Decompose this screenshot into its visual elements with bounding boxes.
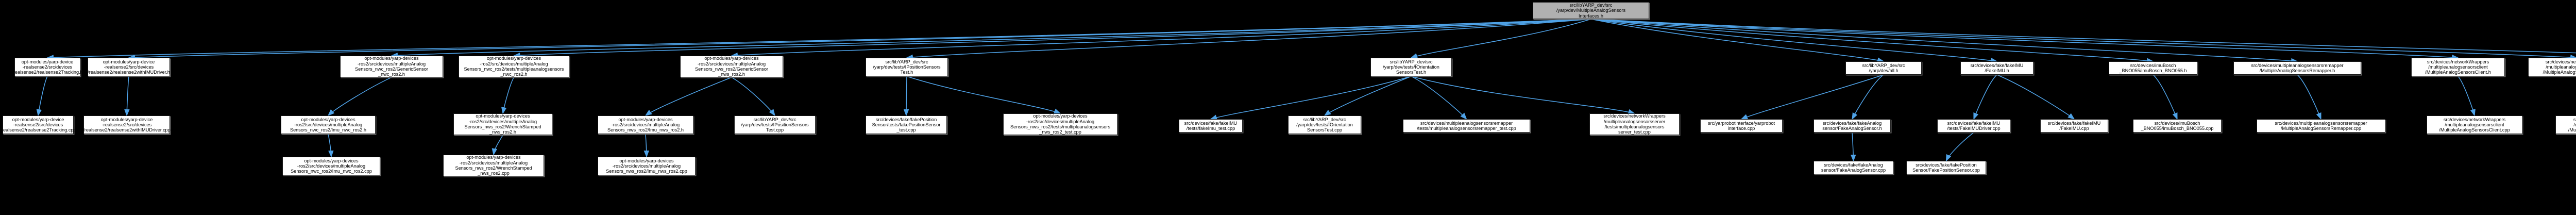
graph-node[interactable]: opt-modules/yarp-device -realsense2/src/… [0,115,76,134]
graph-edge [1850,132,1856,162]
graph-node[interactable]: opt-modules/yarp-device -realsense2/src/… [83,115,171,134]
graph-node[interactable]: src/devices/multipleanalogsensorsremappe… [2233,61,2361,75]
graph-node[interactable]: src/devices/fake/fakeIMU /FakeIMU.cpp [2040,119,2108,133]
graph-edge [2297,74,2321,120]
graph-node[interactable]: opt-modules/yarp-devices -ros2/src/devic… [598,157,696,175]
graph-edge [906,76,1061,114]
graph-edge [391,19,1591,58]
graph-edge [1590,19,2576,60]
graph-edge [1590,19,2154,63]
graph-node[interactable]: src/devices/fake/fakeIMU /tests/FakeIMUD… [1937,119,2010,133]
graph-node[interactable]: src/devices/fake/fakePosition Sensor/Fak… [1906,161,1986,174]
graph-edge [1852,74,1884,120]
graph-edge [124,76,130,117]
graph-node[interactable]: src/devices/fake/fakeIMU /tests/fakeImu_… [1179,119,1243,133]
graph-node[interactable]: opt-modules/yarp-devices -ros2/src/devic… [459,56,569,77]
graph-node[interactable]: src/yarprobotinterface/yarprobot interfa… [1700,119,1783,133]
graph-node[interactable]: opt-modules/yarp-devices -ros2/src/devic… [680,56,783,77]
graph-node[interactable]: src/libYARP_dev/src /yarp/dev/all.h [1845,61,1922,75]
graph-edge [327,77,392,117]
graph-node[interactable]: src/libYARP_dev/src /yarp/dev/tests/IOri… [1288,115,1361,134]
graph-node[interactable]: opt-modules/yarp-device -realsense2/src/… [88,58,170,76]
graph-node[interactable]: src/devices/multipleanalogsensorsremappe… [1403,119,1530,133]
graph-node[interactable]: opt-modules/yarp-devices -ros2/src/devic… [282,157,380,175]
graph-edge [643,134,650,158]
graph-edge [1590,19,2576,54]
graph-edge [731,19,1591,58]
graph-edge [1945,132,1974,162]
graph-edge [1410,19,1591,59]
graph-edge [1590,19,2298,64]
graph-edge [1590,19,1998,63]
graph-node[interactable]: src/devices/fake/fakeIMU /FakeIMU.h [1960,61,2033,75]
graph-edge [1210,76,1412,120]
graph-edge [1590,19,1885,63]
graph-edge [501,77,515,114]
graph-node[interactable]: src/devices/networkWrappers /multipleana… [2411,58,2505,76]
graph-node[interactable]: opt-modules/yarp-devices -ros2/src/devic… [598,115,693,134]
graph-node[interactable]: opt-modules/yarp-device -realsense2/src/… [12,58,83,76]
graph-edge [46,19,1591,60]
graph-edge [1996,74,2075,120]
graph-node[interactable]: src/devices/fake/fakePosition Sensor/tes… [866,115,947,134]
graph-node[interactable]: src/devices/imuBosch _BNO055/imuBosch_BN… [2109,61,2197,75]
graph-node[interactable]: src/devices/networkWrappers /multipleana… [1589,113,1680,135]
graph-node[interactable]: opt-modules/yarp-devices -ros2/src/devic… [443,155,544,176]
graph-edge [645,77,732,116]
graph-edge [513,19,1591,58]
graph-node[interactable]: src/libYARP_dev/src /yarp/dev/tests/IPos… [734,115,816,134]
graph-node[interactable]: opt-modules/yarp-devices -ros2/src/devic… [340,56,443,77]
graph-node[interactable]: src/devices/imuBosch _BNO055/imuBosch_BN… [2133,119,2222,133]
graph-node[interactable]: src/devices/networkWrappers /multipleana… [2555,115,2576,134]
graph-node[interactable]: opt-modules/yarp-devices -ros2/src/devic… [453,113,552,135]
graph-edge [1590,19,2459,60]
graph-node[interactable]: src/devices/fake/fakeAnalog sensor/FakeA… [1814,161,1893,174]
graph-edge [906,19,1591,60]
graph-edge [1740,74,1884,120]
graph-edge [1324,76,1412,116]
graph-edge [1411,76,1467,120]
graph-edge [328,134,334,158]
graph-node[interactable]: src/libYARP_dev/src /yarp/dev/tests/IPos… [866,58,948,76]
graph-edge [492,135,503,156]
graph-node[interactable]: opt-modules/yarp-devices -ros2/src/devic… [281,115,376,134]
graph-edge [1411,76,1635,114]
graph-node[interactable]: opt-modules/yarp-devices -ros2/src/devic… [1003,113,1117,135]
graph-node[interactable]: src/libYARP_dev/src /yarp/dev/tests/IOri… [1370,58,1452,76]
graph-edge [903,76,909,117]
graph-edge [36,76,48,117]
graph-edge [2153,74,2178,120]
graph-edge [128,19,1591,60]
graph-edge [731,77,775,117]
graph-node[interactable]: src/devices/networkWrappers /multipleana… [2427,115,2522,134]
graph-node-root[interactable]: src/libYARP_dev/src /yarp/dev/MultipleAn… [1533,2,1649,19]
graph-edge [1973,74,1997,120]
graph-edge [2458,76,2476,117]
graph-node[interactable]: src/devices/fake/fakeAnalog sensor/FakeA… [1814,119,1891,133]
graph-node[interactable]: src/devices/networkWrappers /multipleana… [2528,58,2576,76]
graph-node[interactable]: src/devices/multipleanalogsensorsremappe… [2257,119,2385,133]
